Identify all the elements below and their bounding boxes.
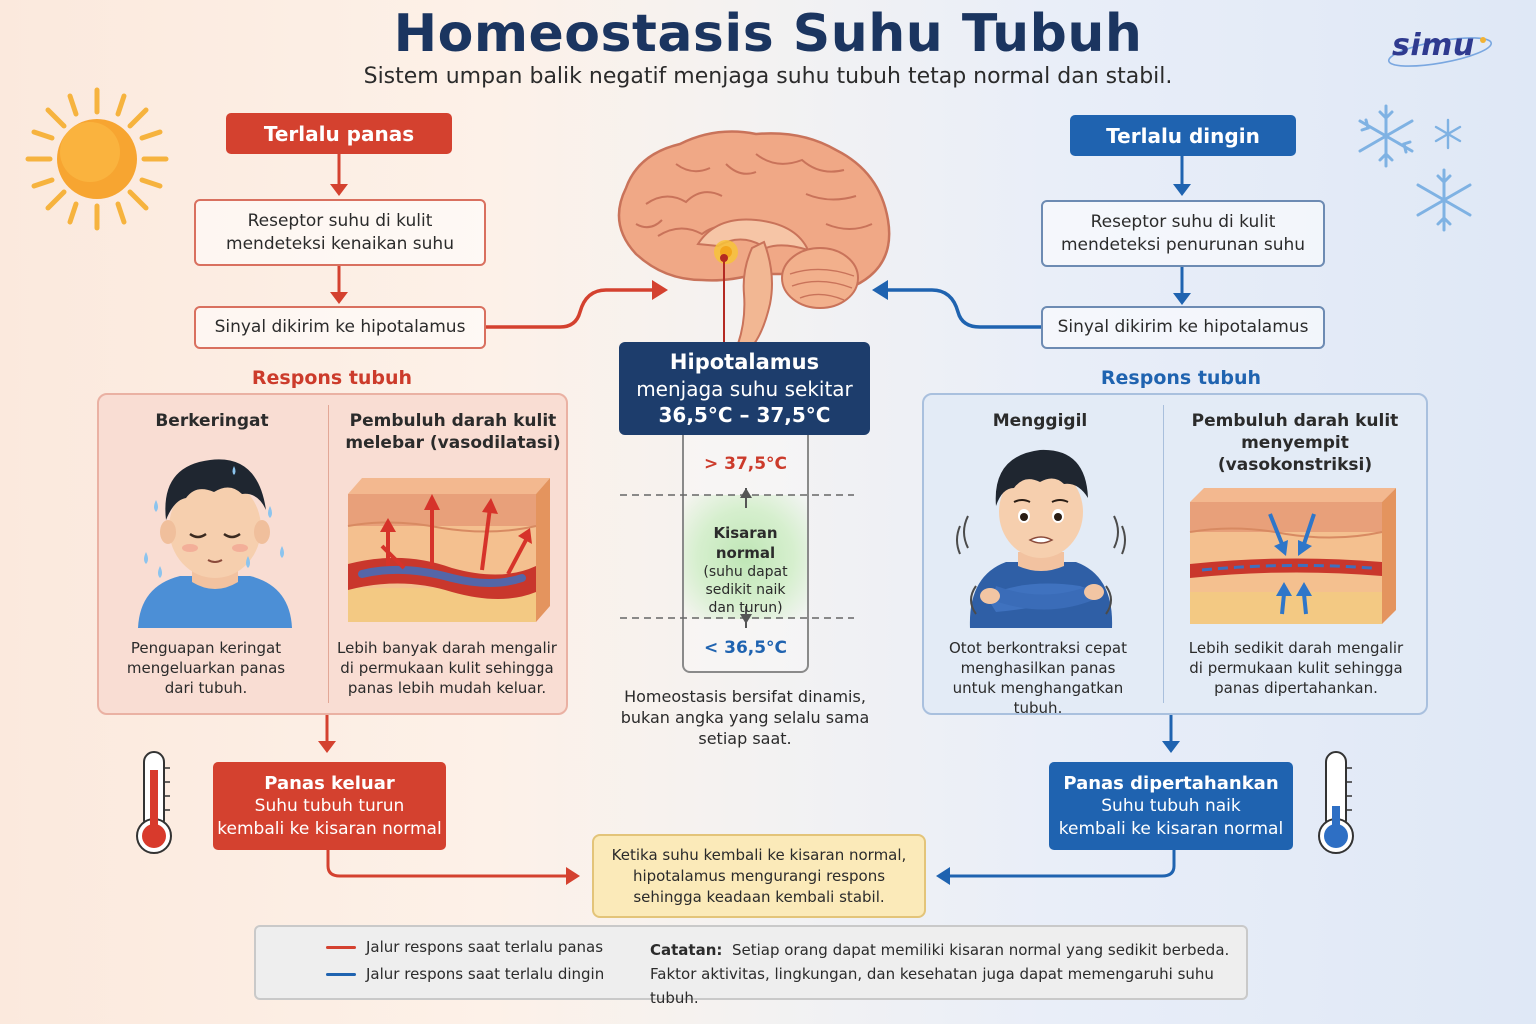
hot-receptor-line1: Reseptor suhu di kulit bbox=[247, 210, 433, 231]
dynamic-footnote: Homeostasis bersifat dinamis, bukan angk… bbox=[620, 687, 870, 748]
panel-divider bbox=[328, 405, 329, 703]
arrow-down-icon bbox=[318, 715, 336, 753]
hypothalamus-box: Hipotalamus menjaga suhu sekitar 36,5°C … bbox=[619, 342, 870, 435]
hot-response-label: Respons tubuh bbox=[251, 367, 413, 389]
panel-divider bbox=[1163, 405, 1164, 703]
normal-range-zone bbox=[684, 495, 807, 619]
cold-signal-box: Sinyal dikirim ke hipotalamus bbox=[1041, 306, 1325, 349]
sweating-boy-illustration bbox=[138, 459, 292, 628]
cold-receptor-box: Reseptor suhu di kulit mendeteksi penuru… bbox=[1041, 200, 1325, 267]
vasodilation-title: Pembuluh darah kulit melebar (vasodilata… bbox=[345, 411, 561, 453]
vasodilation-skin-illustration bbox=[347, 478, 550, 622]
legend-cold-text: Jalur respons saat terlalu dingin bbox=[366, 965, 605, 983]
snowflake-icon bbox=[1358, 104, 1472, 232]
arrow-down-icon bbox=[1162, 715, 1180, 753]
vasoconstriction-skin-illustration bbox=[1189, 488, 1396, 624]
sun-icon bbox=[25, 87, 169, 231]
legend-note: Catatan: Setiap orang dapat memiliki kis… bbox=[650, 938, 1240, 1010]
brand-logo: simu bbox=[1392, 28, 1475, 63]
note-line-1: Setiap orang dapat memiliki kisaran norm… bbox=[731, 941, 1230, 959]
page-title: Homeostasis Suhu Tubuh bbox=[393, 4, 1143, 64]
hot-receptor-box: Reseptor suhu di kulit mendeteksi kenaik… bbox=[194, 199, 486, 266]
brain-illustration bbox=[617, 130, 891, 346]
hot-receptor-line2: mendeteksi kenaikan suhu bbox=[226, 233, 454, 254]
legend-panel bbox=[254, 925, 1248, 1000]
cold-response-label: Respons tubuh bbox=[1100, 367, 1262, 389]
vasoconstriction-title: Pembuluh darah kulit menyempit (vasokons… bbox=[1191, 411, 1399, 475]
normal-range-text: Kisaran normal (suhu dapat sedikit naik … bbox=[703, 524, 788, 616]
vasoconstriction-desc: Lebih sedikit darah mengalir di permukaa… bbox=[1188, 639, 1404, 697]
shivering-desc: Otot berkontraksi cepat menghasilkan pan… bbox=[948, 639, 1127, 717]
hot-response-panel bbox=[97, 393, 568, 715]
sweating-desc: Penguapan keringat mengeluarkan panas da… bbox=[126, 639, 286, 697]
shivering-boy-illustration bbox=[956, 449, 1126, 628]
note-label: Catatan: bbox=[650, 941, 723, 959]
arrow-down-icon bbox=[330, 266, 348, 304]
legend-cold: Jalur respons saat terlalu dingin bbox=[326, 965, 604, 983]
page-subtitle: Sistem umpan balik negatif menjaga suhu … bbox=[363, 64, 1173, 89]
thermometer-cold-icon bbox=[1318, 751, 1354, 854]
arrow-down-icon bbox=[1173, 156, 1191, 196]
hot-result-box: Panas keluar Suhu tubuh turun kembali ke… bbox=[213, 762, 446, 850]
vasodilation-desc: Lebih banyak darah mengalir di permukaan… bbox=[337, 639, 557, 697]
thermometer-hot-icon bbox=[136, 751, 172, 854]
legend-hot-text: Jalur respons saat terlalu panas bbox=[366, 938, 604, 956]
logo-swoosh-icon bbox=[1387, 37, 1493, 67]
legend-cold-line bbox=[326, 972, 356, 976]
shivering-title: Menggigil bbox=[992, 411, 1088, 431]
cold-receptor-line2: mendeteksi penurunan suhu bbox=[1060, 234, 1306, 255]
legend-hot-line bbox=[326, 945, 356, 949]
arrow-down-icon bbox=[330, 154, 348, 196]
legend-hot: Jalur respons saat terlalu panas bbox=[326, 938, 603, 956]
arrow-down-icon bbox=[1173, 267, 1191, 305]
cold-result-box: Panas dipertahankan Suhu tubuh naik kemb… bbox=[1049, 762, 1293, 850]
sweating-title: Berkeringat bbox=[155, 411, 269, 431]
hot-signal-box: Sinyal dikirim ke hipotalamus bbox=[194, 306, 486, 349]
range-dashed-lines bbox=[620, 488, 854, 628]
too-hot-tag: Terlalu panas bbox=[226, 113, 452, 154]
cold-receptor-line1: Reseptor suhu di kulit bbox=[1090, 211, 1276, 232]
lower-threshold: < 36,5°C bbox=[703, 638, 788, 658]
stable-state-box: Ketika suhu kembali ke kisaran normal, h… bbox=[592, 834, 926, 918]
too-cold-tag: Terlalu dingin bbox=[1070, 115, 1296, 156]
note-line-2: Faktor aktivitas, lingkungan, dan keseha… bbox=[650, 965, 1214, 1007]
upper-threshold: > 37,5°C bbox=[703, 454, 788, 474]
